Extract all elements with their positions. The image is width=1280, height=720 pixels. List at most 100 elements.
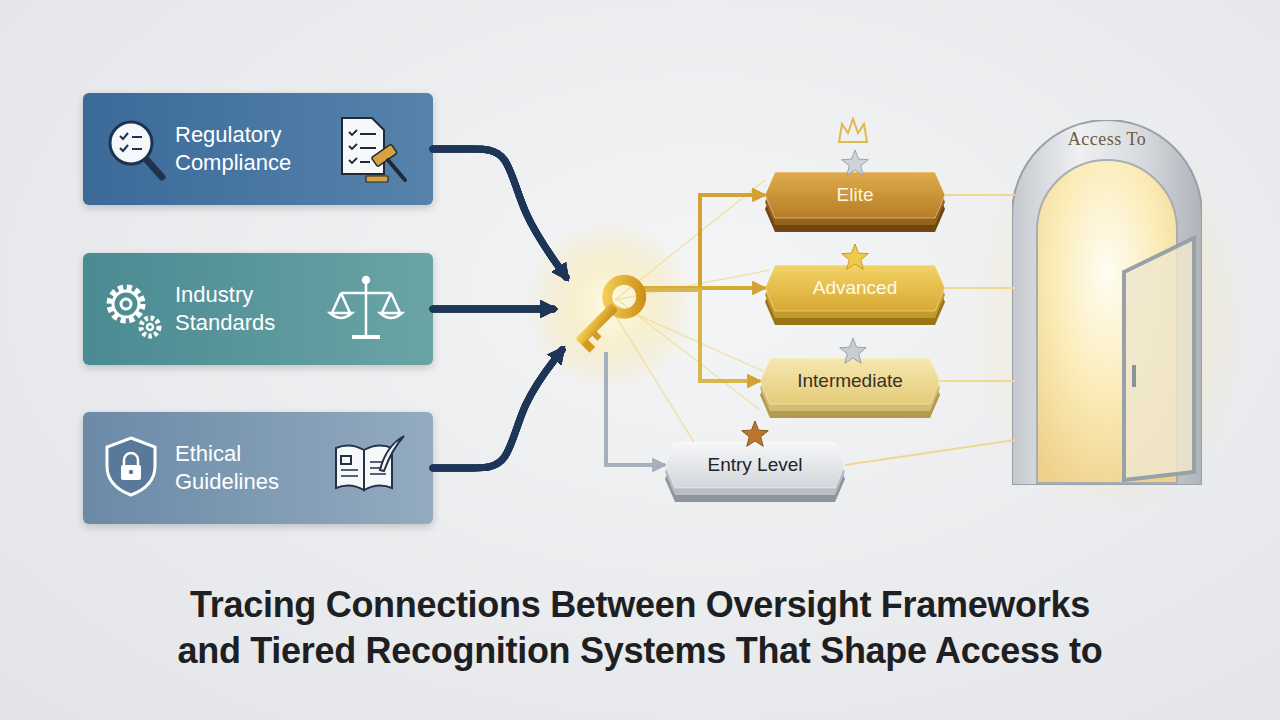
text-holder: Access To [1012,129,1202,150]
key-tooth [582,339,595,352]
light-rays [612,180,770,452]
connector [433,195,765,468]
box-label: Ethical Guidelines [175,440,350,496]
connector-line [642,195,765,290]
scale-post [365,280,368,336]
text-holder: Entry Level [665,442,845,488]
door-glow [970,120,1250,520]
lock-shackle [124,453,138,466]
connector-line [433,306,553,313]
list-lines [360,134,376,162]
connector-line [642,290,760,381]
document-shape [342,118,384,174]
gavel-head [371,144,397,167]
connector-line [945,194,1015,196]
connector [433,290,760,381]
gear-rim [113,291,139,317]
check-marks [120,133,128,151]
plate-face [765,265,945,311]
tier-badge: Entry Level [665,442,845,504]
magnifier-handle [145,158,162,177]
tier-label: Advanced [813,277,898,299]
connector [433,149,765,290]
book-lines [341,462,386,476]
connector [945,195,1015,196]
door-label: Access To [1012,129,1202,150]
connector-line [845,440,1015,465]
connector-line [606,352,665,465]
book-quill-icon [336,436,404,490]
book-page [336,445,364,490]
connector-line [433,306,553,313]
connector [433,290,760,468]
connector-line [940,380,1015,382]
connector-line [642,195,765,290]
key-shaft [575,303,617,345]
light-ray [615,305,765,372]
connector [433,309,665,465]
plate-face [760,358,940,404]
connector-line [433,306,553,313]
tier-badge: Intermediate [760,358,940,420]
light-ray [615,180,765,300]
key-glow [525,220,695,390]
connector-line [642,286,765,290]
lock-body [121,465,141,480]
connector-line [642,286,765,290]
box-label: Industry Standards [175,281,350,337]
connector [845,440,1015,465]
tier-label: Elite [837,184,874,206]
connector-line [433,149,566,277]
connector-line [945,287,1015,289]
connector-line [642,290,760,381]
magnifier-icon [110,122,162,177]
star-icon [840,338,867,363]
connector-line [642,195,765,290]
connector [433,149,665,465]
gear-teeth [141,318,159,336]
check-marks [349,130,357,163]
connector [940,381,1015,382]
connector-line [433,149,566,277]
connector-line [433,149,566,277]
gear-hub [147,324,153,330]
connector [433,350,665,468]
connector [433,288,765,309]
connector [433,288,765,468]
text-holder: Elite [765,172,945,218]
key-tooth [592,331,602,341]
list-lines [132,137,142,149]
scale-base [352,335,380,339]
framework-box: Regulatory Compliance [83,93,433,205]
connector [945,288,1015,289]
sparkle [589,261,592,264]
connector-line [433,350,562,468]
plate-face [665,442,845,488]
book-figure [341,456,351,464]
doorway-shape [1012,120,1202,485]
tier-label: Entry Level [707,454,802,476]
connector-line [433,350,562,468]
door-handle [1132,365,1136,387]
framework-box: Industry Standards [83,253,433,365]
scale-pans [330,313,402,318]
connector-line [606,352,665,465]
connector-line [433,149,566,277]
gavel-base [366,176,388,182]
connector-line [433,350,562,468]
gavel-handle [388,160,405,180]
sparkle [638,266,641,269]
light-ray [615,270,770,300]
text-holder: Regulatory Compliance [175,93,350,205]
star-icon [842,244,869,269]
star-icon [842,150,869,175]
star-icon [742,421,769,446]
scale-strings [332,293,400,313]
connector-line [606,352,665,465]
shield-shape [107,438,155,495]
tier-badge: Elite [765,172,945,234]
gears-icon [110,288,159,336]
door-panel [1124,238,1194,480]
tier-label: Intermediate [797,370,903,392]
